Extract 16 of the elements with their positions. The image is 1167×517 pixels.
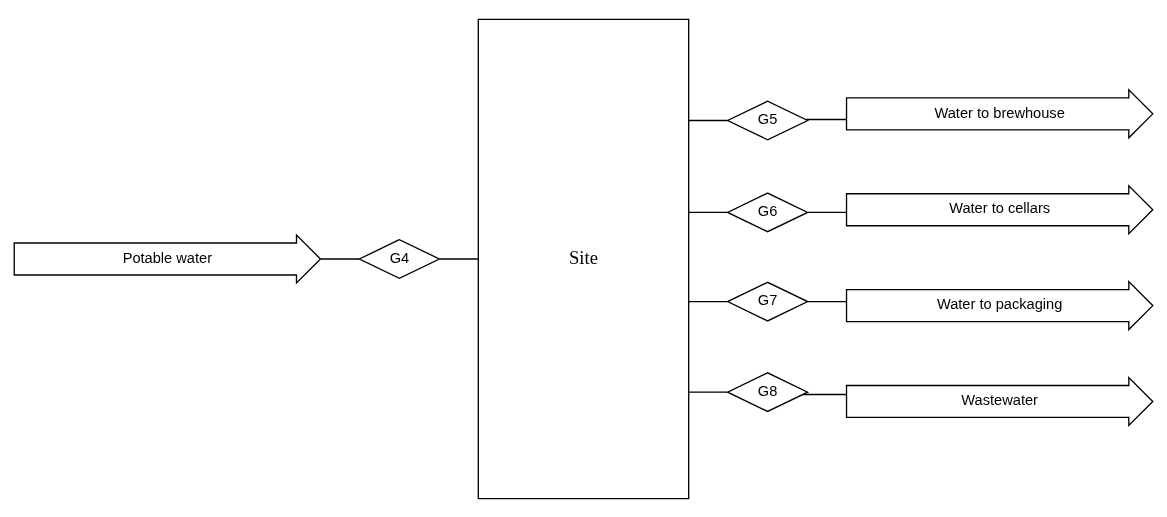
connector: [320, 257, 360, 260]
connector: [439, 257, 479, 260]
node-diamond: G7: [726, 281, 810, 322]
connector: [807, 211, 847, 213]
connector: [802, 393, 847, 395]
connector: [688, 119, 729, 121]
connector: [688, 211, 729, 213]
connector: [805, 118, 848, 120]
node-box: Site: [477, 18, 690, 499]
connector: [688, 300, 729, 302]
node-diamond: G5: [726, 99, 810, 141]
connector: [688, 391, 729, 393]
node-diamond: G4: [357, 238, 441, 279]
node-diamond: G8: [726, 371, 810, 412]
connector: [807, 300, 847, 302]
node-diamond: G6: [726, 191, 810, 232]
